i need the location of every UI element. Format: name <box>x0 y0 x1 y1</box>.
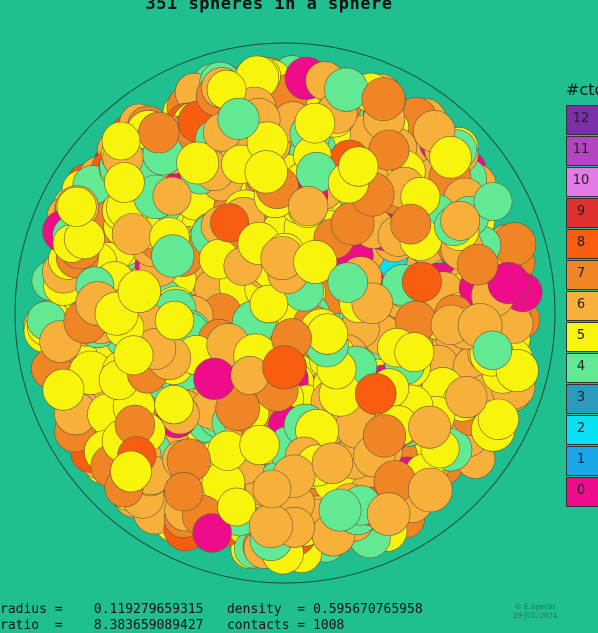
legend-swatch-6: 6 <box>566 291 598 321</box>
sphere <box>192 513 232 553</box>
radius-density-line: radius = 0.119279659315 density = 0.5956… <box>0 602 423 617</box>
legend-label: 1 <box>576 452 586 467</box>
legend-label: 12 <box>572 111 590 126</box>
sphere <box>407 467 453 513</box>
legend-label: 2 <box>576 421 586 436</box>
sphere <box>472 330 513 370</box>
legend-swatch-0: 0 <box>566 477 598 507</box>
legend-label: 11 <box>572 142 590 157</box>
sphere <box>56 186 97 227</box>
container-sphere-outline <box>14 42 556 584</box>
sphere <box>252 469 292 509</box>
legend-swatch-2: 2 <box>566 415 598 445</box>
sphere <box>311 442 354 484</box>
sphere <box>262 345 307 390</box>
ratio-contacts-line: ratio = 8.383659089427 contacts = 1008 <box>0 618 345 633</box>
sphere <box>445 376 488 419</box>
sphere <box>306 313 349 355</box>
sphere <box>101 121 141 161</box>
sphere <box>111 213 154 256</box>
legend-swatch-11: 11 <box>566 136 598 166</box>
sphere <box>248 504 293 549</box>
sphere <box>394 332 435 373</box>
sphere <box>408 405 452 449</box>
legend-swatch-7: 7 <box>566 260 598 290</box>
legend-label: 8 <box>576 235 586 250</box>
sphere <box>294 102 336 144</box>
sphere <box>318 488 362 532</box>
sphere <box>42 368 85 411</box>
legend-label: 6 <box>576 297 586 312</box>
sphere <box>154 300 195 341</box>
legend-title: #ctc <box>566 80 598 99</box>
legend-swatch-10: 10 <box>566 167 598 197</box>
legend-swatch-3: 3 <box>566 384 598 414</box>
sphere <box>440 200 481 241</box>
sphere <box>104 162 145 203</box>
legend-label: 0 <box>576 483 586 498</box>
sphere <box>249 284 289 324</box>
legend-swatch-1: 1 <box>566 446 598 476</box>
sphere <box>338 146 379 187</box>
credit-author: © E.Specht <box>514 603 556 611</box>
sphere <box>117 269 161 313</box>
sphere <box>217 487 256 527</box>
sphere <box>193 357 236 400</box>
sphere <box>366 492 411 536</box>
sphere <box>361 77 406 122</box>
sphere <box>154 385 194 425</box>
sphere <box>210 203 250 243</box>
sphere-group <box>23 55 543 575</box>
sphere <box>164 472 204 512</box>
sphere <box>110 450 152 493</box>
legend-swatch-8: 8 <box>566 229 598 259</box>
sphere <box>456 244 499 286</box>
sphere <box>152 176 192 216</box>
sphere <box>138 111 180 154</box>
sphere <box>390 203 432 245</box>
credit: © E.Specht 29-JUL-2024 <box>505 603 565 621</box>
sphere <box>244 150 288 194</box>
legend-label: 10 <box>572 173 590 188</box>
legend-label: 7 <box>576 266 586 281</box>
legend-label: 3 <box>576 390 586 405</box>
sphere <box>113 335 154 376</box>
sphere <box>429 136 472 179</box>
page-title: 351 spheres in a sphere <box>145 0 393 14</box>
legend-swatch-5: 5 <box>566 322 598 352</box>
sphere <box>151 234 195 278</box>
legend-swatch-4: 4 <box>566 353 598 383</box>
legend-label: 5 <box>576 328 586 343</box>
sphere <box>217 97 260 140</box>
sphere <box>487 261 530 304</box>
sphere <box>176 141 220 185</box>
sphere <box>327 262 368 303</box>
sphere <box>401 261 442 302</box>
sphere <box>473 182 513 222</box>
legend-label: 4 <box>576 359 586 374</box>
sphere-packing-diagram <box>14 42 556 584</box>
credit-date: 29-JUL-2024 <box>512 612 558 620</box>
sphere <box>324 67 369 112</box>
legend-label: 9 <box>576 204 586 219</box>
sphere <box>362 414 407 458</box>
sphere <box>239 424 280 466</box>
sphere <box>288 186 329 227</box>
legend-swatch-12: 12 <box>566 105 598 135</box>
sphere <box>477 398 520 440</box>
sphere <box>293 240 338 284</box>
legend-swatch-9: 9 <box>566 198 598 228</box>
sphere <box>354 373 397 415</box>
